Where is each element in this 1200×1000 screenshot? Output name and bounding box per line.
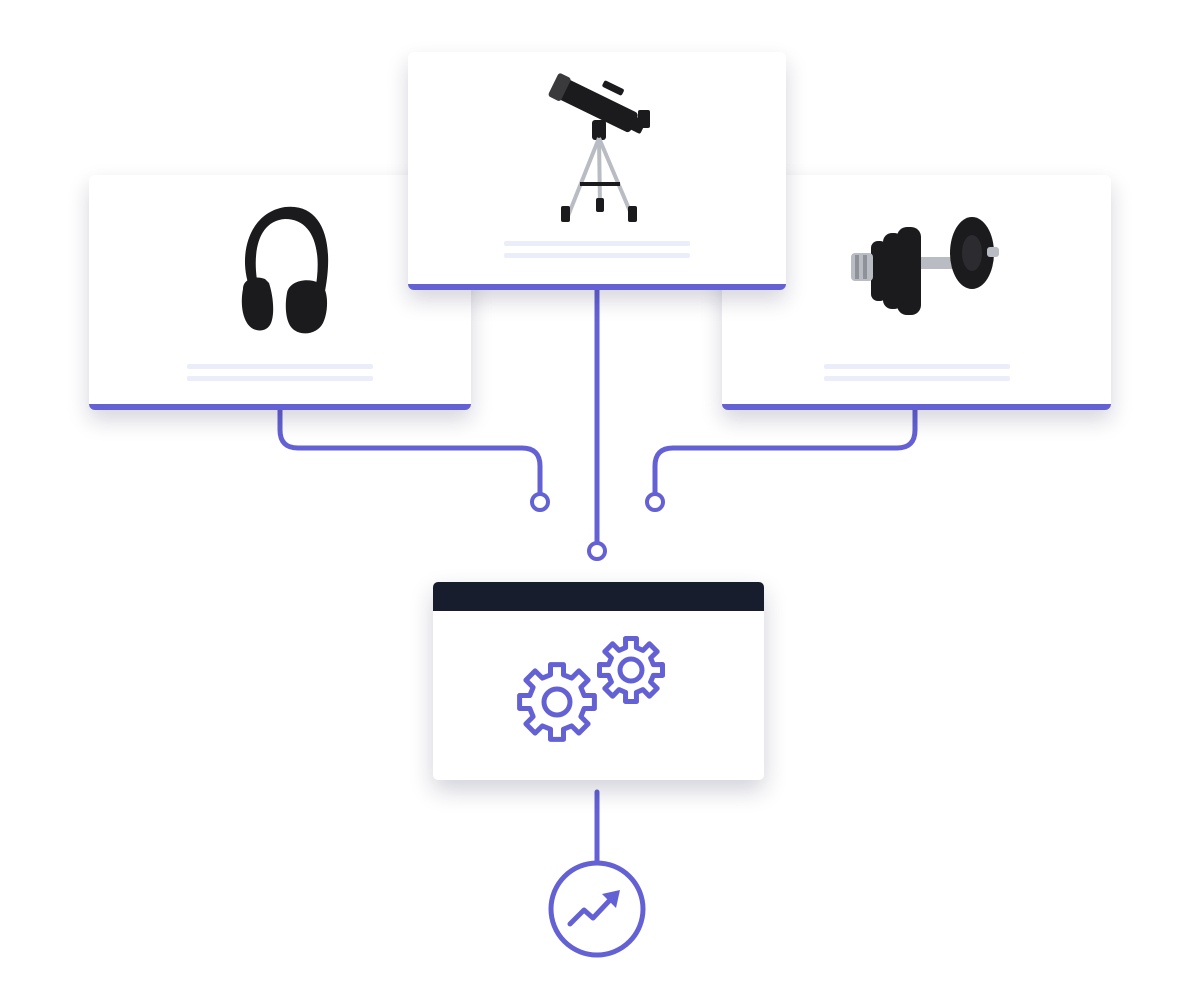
trending-up-icon <box>548 860 646 958</box>
gears-icon <box>517 636 665 742</box>
connector-node-left <box>530 492 550 512</box>
connector-left <box>277 402 543 496</box>
headphones-card-line-2 <box>187 376 373 381</box>
processing-engine-window <box>433 582 764 780</box>
telescope-card[interactable] <box>408 52 786 290</box>
telescope-card-accent <box>408 284 786 290</box>
headphones-card-accent <box>89 404 471 410</box>
gear-small-hole <box>617 656 645 684</box>
connector-right <box>652 402 918 496</box>
dumbbell-icon <box>851 217 999 315</box>
engine-titlebar <box>433 582 764 611</box>
dumbbell-card-line-2 <box>824 376 1010 381</box>
gear-small-outline <box>597 636 665 704</box>
telescope-card-line-2 <box>504 253 690 258</box>
gear-large-hole <box>541 686 573 718</box>
headphones-card[interactable] <box>89 175 471 410</box>
dumbbell-card-accent <box>722 404 1111 410</box>
headphones-card-line-1 <box>187 364 373 369</box>
gear-large-outline <box>517 662 597 742</box>
telescope-icon <box>548 73 650 222</box>
connector-node-center <box>587 541 607 561</box>
telescope-card-line-1 <box>504 241 690 246</box>
dumbbell-card-line-1 <box>824 364 1010 369</box>
connector-node-right <box>645 492 665 512</box>
headphones-icon <box>241 206 329 334</box>
dumbbell-card[interactable] <box>722 175 1111 410</box>
